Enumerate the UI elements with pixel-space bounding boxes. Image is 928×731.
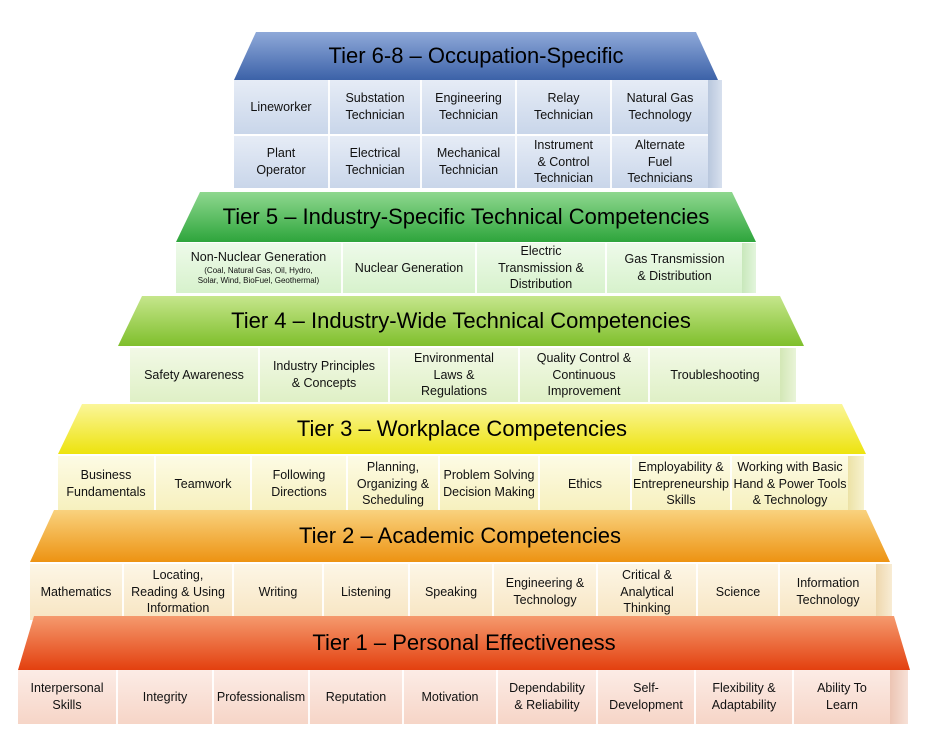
tier-4-banner: Tier 4 – Industry-Wide Technical Compete… <box>118 296 804 346</box>
non-nuclear-generation-note: (Coal, Natural Gas, Oil, Hydro, Solar, W… <box>197 266 320 286</box>
cell-substation-technician: Substation Technician <box>330 80 422 134</box>
cell-teamwork: Teamwork <box>156 456 252 512</box>
cell-business-fundamentals: Business Fundamentals <box>58 456 156 512</box>
non-nuclear-generation-label: Non-Nuclear Generation <box>190 250 327 265</box>
cell-integrity: Integrity <box>118 670 214 724</box>
cell-speaking: Speaking <box>410 564 494 620</box>
tier-5-side <box>742 243 756 293</box>
tier-1-banner-shape <box>18 616 910 670</box>
cell-motivation: Motivation <box>404 670 498 724</box>
tier-4-title: Tier 4 – Industry-Wide Technical Compete… <box>231 308 691 333</box>
tier-3-row: Business Fundamentals Teamwork Following… <box>58 456 848 512</box>
cell-lineworker: Lineworker <box>234 80 330 134</box>
tier-2-side <box>876 564 892 620</box>
cell-self-development: Self- Development <box>598 670 696 724</box>
cell-science: Science <box>698 564 780 620</box>
cell-locating-reading-using-information: Locating, Reading & Using Information <box>124 564 234 620</box>
tier-1-side <box>890 670 908 724</box>
tier-6-8-row-2: Plant Operator Electrical Technician Mec… <box>234 136 708 188</box>
tier-2-banner: Tier 2 – Academic Competencies <box>30 510 890 562</box>
cell-environmental-laws-regulations: Environmental Laws & Regulations <box>390 348 520 402</box>
cell-industry-principles-concepts: Industry Principles & Concepts <box>260 348 390 402</box>
cell-troubleshooting: Troubleshooting <box>650 348 780 402</box>
cell-information-technology: Information Technology <box>780 564 876 620</box>
tier-6-8-title: Tier 6-8 – Occupation-Specific <box>328 43 624 68</box>
cell-writing: Writing <box>234 564 324 620</box>
tier-5-banner-shape <box>176 192 756 242</box>
cell-non-nuclear-generation: Non-Nuclear Generation (Coal, Natural Ga… <box>176 243 343 293</box>
cell-listening: Listening <box>324 564 410 620</box>
tier-2-title: Tier 2 – Academic Competencies <box>299 523 621 548</box>
tier-4-banner-shape <box>118 296 804 346</box>
cell-quality-control: Quality Control & Continuous Improvement <box>520 348 650 402</box>
cell-interpersonal-skills: Interpersonal Skills <box>18 670 118 724</box>
cell-mechanical-technician: Mechanical Technician <box>422 136 517 188</box>
tier-6-8-banner-shape <box>234 32 718 80</box>
tier-1-title: Tier 1 – Personal Effectiveness <box>312 630 616 655</box>
cell-engineering-technician: Engineering Technician <box>422 80 517 134</box>
cell-alternate-fuel-technicians: Alternate Fuel Technicians <box>612 136 708 188</box>
cell-plant-operator: Plant Operator <box>234 136 330 188</box>
cell-nuclear-generation: Nuclear Generation <box>343 243 477 293</box>
cell-flexibility-adaptability: Flexibility & Adaptability <box>696 670 794 724</box>
cell-dependability-reliability: Dependability & Reliability <box>498 670 598 724</box>
cell-engineering-technology: Engineering & Technology <box>494 564 598 620</box>
tier-5-row: Non-Nuclear Generation (Coal, Natural Ga… <box>176 243 742 293</box>
cell-ethics: Ethics <box>540 456 632 512</box>
tier-6-8-row-1: Lineworker Substation Technician Enginee… <box>234 80 708 134</box>
cell-following-directions: Following Directions <box>252 456 348 512</box>
tier-2-row: Mathematics Locating, Reading & Using In… <box>30 564 876 620</box>
tier-1-row: Interpersonal Skills Integrity Professio… <box>18 670 890 724</box>
cell-mathematics: Mathematics <box>30 564 124 620</box>
tier-3-banner-shape <box>58 404 866 454</box>
cell-safety-awareness: Safety Awareness <box>130 348 260 402</box>
tier-1-banner: Tier 1 – Personal Effectiveness <box>18 616 910 670</box>
cell-planning-organizing-scheduling: Planning, Organizing & Scheduling <box>348 456 440 512</box>
tier-4-side <box>780 348 796 402</box>
tier-3-title: Tier 3 – Workplace Competencies <box>296 416 628 441</box>
cell-ability-to-learn: Ability To Learn <box>794 670 890 724</box>
tier-5-title: Tier 5 – Industry-Specific Technical Com… <box>222 204 710 229</box>
tier-3-banner: Tier 3 – Workplace Competencies <box>58 404 866 454</box>
tier-2-banner-shape <box>30 510 890 562</box>
cell-natural-gas-technology: Natural Gas Technology <box>612 80 708 134</box>
tier-3-side <box>848 456 864 512</box>
cell-instrument-control-technician: Instrument & Control Technician <box>517 136 612 188</box>
tier-5-banner: Tier 5 – Industry-Specific Technical Com… <box>176 192 756 242</box>
cell-gas-transmission-distribution: Gas Transmission & Distribution <box>607 243 742 293</box>
cell-relay-technician: Relay Technician <box>517 80 612 134</box>
tier-4-row: Safety Awareness Industry Principles & C… <box>130 348 780 402</box>
tier-6-8-banner: Tier 6-8 – Occupation-Specific <box>234 32 718 80</box>
cell-problem-solving-decision-making: Problem Solving Decision Making <box>440 456 540 512</box>
cell-employability-entrepreneurship-skills: Employability & Entrepreneurship Skills <box>632 456 732 512</box>
cell-critical-analytical-thinking: Critical & Analytical Thinking <box>598 564 698 620</box>
cell-reputation: Reputation <box>310 670 404 724</box>
cell-electric-transmission-distribution: Electric Transmission & Distribution <box>477 243 607 293</box>
cell-electrical-technician: Electrical Technician <box>330 136 422 188</box>
cell-basic-hand-power-tools-technology: Working with Basic Hand & Power Tools & … <box>732 456 848 512</box>
cell-professionalism: Professionalism <box>214 670 310 724</box>
tier-6-8-side <box>708 80 722 188</box>
